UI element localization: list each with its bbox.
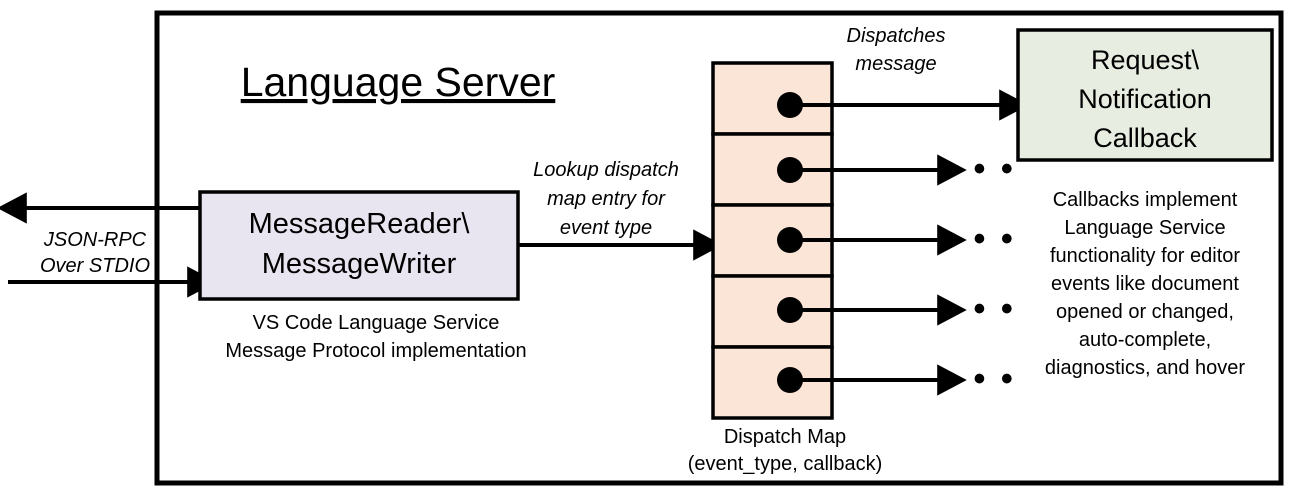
dispatch-annotation-line1: Dispatches: [847, 25, 946, 47]
dispatch-map-row-5[interactable]: [711, 345, 834, 420]
dispatch-row-2-ellipsis: • • •: [946, 150, 1016, 188]
callback-description-line6: auto-complete,: [1079, 329, 1211, 351]
lookup-annotation-line1: Lookup dispatch: [533, 159, 679, 181]
callback-description-line1: Callbacks implement: [1053, 189, 1238, 211]
callback-description-line5: opened or changed,: [1056, 301, 1234, 323]
message-reader-writer-box[interactable]: [198, 190, 520, 301]
language-server-frame: [154, 10, 1284, 486]
callback-box-line2: Notification: [1078, 84, 1212, 114]
lookup-annotation-line2: map entry for: [547, 188, 666, 210]
callback-description-line2: Language Service: [1064, 217, 1225, 239]
callback-box-line1: Request\: [1091, 45, 1200, 75]
dispatch-row-3-ellipsis: • • •: [946, 220, 1016, 258]
dispatch-map-table[interactable]: [711, 61, 834, 420]
json-rpc-label-line1: JSON-RPC: [43, 229, 147, 251]
callback-box-line3: Callback: [1093, 123, 1197, 153]
dispatch-map-caption-line1: Dispatch Map: [724, 426, 846, 448]
dispatch-row-5-ellipsis: • • •: [946, 360, 1016, 398]
callback-description-line3: functionality for editor: [1050, 245, 1240, 267]
callback-description-line7: diagnostics, and hover: [1045, 357, 1245, 379]
dispatch-annotation-line2: message: [855, 53, 936, 75]
message-reader-writer-line1: MessageReader\: [249, 208, 471, 240]
callback-description-line4: events like document: [1051, 273, 1239, 295]
reader-caption-line2: Message Protocol implementation: [225, 340, 526, 362]
page-title: Language Server: [241, 59, 556, 105]
dispatch-map-row-1[interactable]: [711, 61, 834, 136]
message-reader-writer-line2: MessageWriter: [262, 248, 457, 280]
request-notification-callback-box[interactable]: [1016, 28, 1274, 162]
dispatch-row-4-ellipsis: • • •: [946, 290, 1016, 328]
lookup-annotation-line3: event type: [560, 217, 652, 239]
reader-caption-line1: VS Code Language Service: [253, 312, 500, 334]
dispatch-map-caption-line2: (event_type, callback): [688, 453, 883, 475]
json-rpc-label-line2: Over STDIO: [40, 255, 150, 277]
